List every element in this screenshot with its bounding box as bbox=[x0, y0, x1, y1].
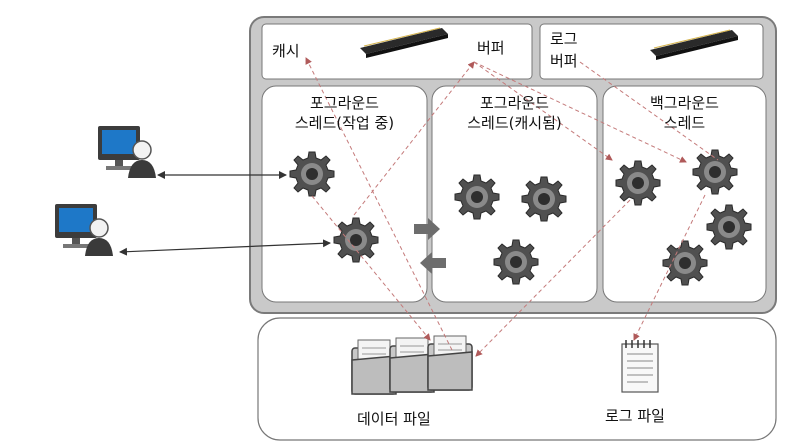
computer-user-icon bbox=[54, 203, 114, 257]
cache-label: 캐시 bbox=[272, 42, 300, 60]
computer-user-icon bbox=[97, 125, 157, 179]
data-flow-arrows bbox=[305, 57, 719, 357]
client-connection-arrow bbox=[119, 239, 331, 256]
thread-working-title-2: 스레드(작업 중) bbox=[294, 114, 395, 132]
foreground-thread-cached-panel bbox=[431, 85, 598, 303]
background-thread-panel bbox=[602, 85, 767, 303]
thread-working-title-1: 포그라운드 bbox=[309, 94, 379, 112]
buffer-label: 버퍼 bbox=[477, 39, 505, 57]
gear-icon bbox=[493, 239, 539, 285]
gear-icon bbox=[706, 204, 752, 250]
gear-icon bbox=[289, 151, 335, 197]
thread-cached-title-2: 스레드(캐시됨) bbox=[467, 114, 562, 132]
swap-arrows-icon bbox=[414, 218, 446, 274]
log-buffer-label: 버퍼 bbox=[550, 52, 578, 70]
storage-container bbox=[257, 317, 777, 441]
log-file-label: 로그 파일 bbox=[605, 407, 665, 425]
log-label: 로그 bbox=[550, 30, 578, 48]
folder-icon bbox=[427, 335, 473, 391]
thread-background-title-1: 백그라운드 bbox=[649, 94, 719, 112]
cache-buffer-panel bbox=[261, 23, 533, 80]
data-files-label: 데이터 파일 bbox=[357, 410, 431, 428]
gear-icon bbox=[692, 149, 738, 195]
thread-cached-title-1: 포그라운드 bbox=[479, 94, 549, 112]
gear-icon bbox=[454, 174, 500, 220]
thread-background-title-2: 스레드 bbox=[663, 114, 706, 132]
gear-icon bbox=[521, 176, 567, 222]
gear-icon bbox=[662, 240, 708, 286]
notepad-icon bbox=[621, 340, 659, 393]
gear-icon bbox=[615, 160, 661, 206]
gear-icon bbox=[333, 217, 379, 263]
